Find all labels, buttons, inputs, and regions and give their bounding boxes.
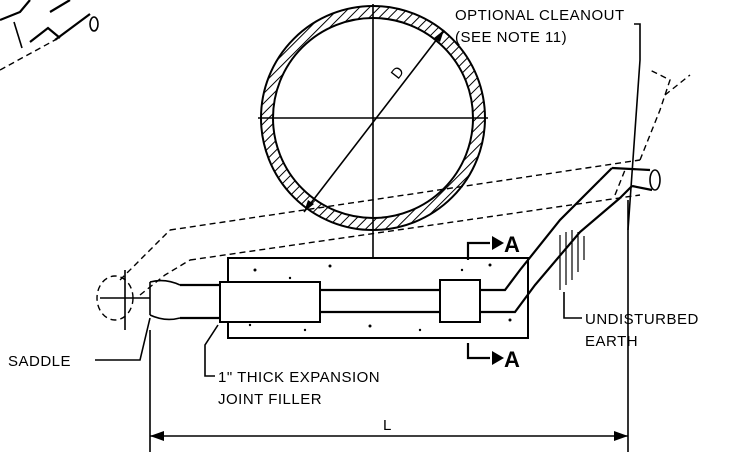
- undisturbed-label-line2: EARTH: [585, 333, 638, 350]
- svg-text:A: A: [504, 347, 520, 372]
- filler-leader: [204, 324, 219, 377]
- undisturbed-label-line1: UNDISTURBED: [585, 311, 699, 328]
- lower-pipe: [180, 166, 661, 323]
- earth-leader: [563, 292, 582, 319]
- upper-left-pipe-fragment: [0, 0, 99, 71]
- undisturbed-earth-hatch: [559, 230, 585, 290]
- saddle-fitting: [100, 270, 181, 330]
- diameter-dimension-line: [303, 29, 445, 213]
- saddle-label: SADDLE: [8, 353, 71, 370]
- optional-dashed-route: [96, 69, 691, 321]
- length-label: L: [383, 417, 392, 434]
- filler-label-line2: JOINT FILLER: [218, 391, 322, 408]
- filler-label-line1: 1" THICK EXPANSION: [218, 369, 380, 386]
- length-dimension: L: [149, 200, 629, 452]
- crossing-pipe: D: [258, 4, 488, 262]
- section-marker-top: A: [466, 232, 520, 260]
- cleanout-label-line1: OPTIONAL CLEANOUT: [455, 7, 625, 24]
- cleanout-leader: [627, 23, 641, 231]
- section-marker-bottom: A: [466, 343, 520, 372]
- saddle-leader: [95, 317, 151, 361]
- svg-text:A: A: [504, 232, 520, 257]
- cleanout-label-line2: (SEE NOTE 11): [455, 29, 567, 46]
